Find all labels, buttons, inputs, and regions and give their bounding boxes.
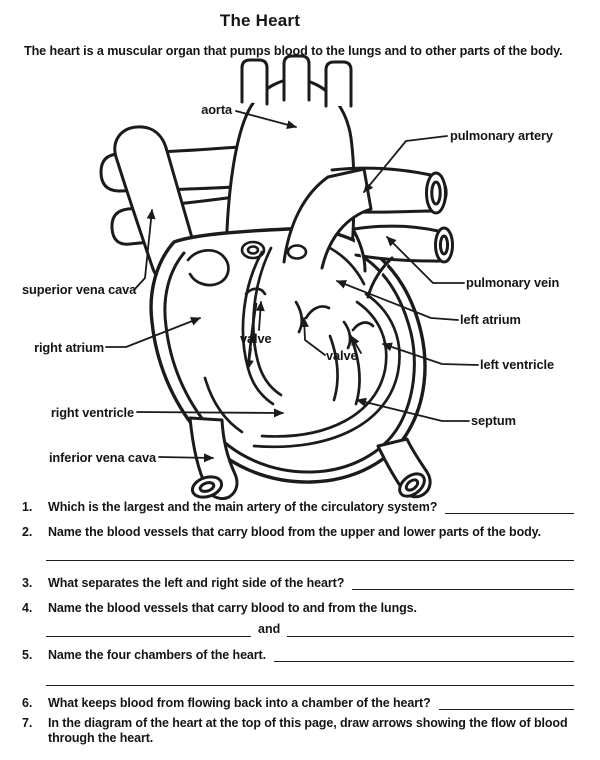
valve-right-leader-left <box>299 317 326 356</box>
valve-right-leader-right <box>350 335 362 354</box>
right-atrium-appendage <box>186 249 230 287</box>
pulmonary-artery-shape <box>282 166 448 270</box>
valve-flap-4 <box>351 321 375 332</box>
question-4-answer-blank-2 <box>287 623 574 637</box>
question-3-answer-blank <box>352 576 574 590</box>
valve-flap-2 <box>304 305 331 320</box>
question-1: 1. Which is the largest and the main art… <box>22 500 574 515</box>
intro-text: The heart is a muscular organ that pumps… <box>24 44 563 58</box>
question-5-text: Name the four chambers of the heart. <box>48 648 266 662</box>
heart-chamber-lines <box>186 246 401 449</box>
pulmonary-artery-leader <box>363 135 448 193</box>
tricuspid-flap <box>244 287 267 296</box>
label-left-atrium: left atrium <box>460 312 521 327</box>
question-3: 3. What separates the left and right sid… <box>22 576 574 591</box>
pulmonary-vein-shape <box>352 224 454 299</box>
question-5-number: 5. <box>22 648 33 662</box>
left-ventricle-leader <box>382 342 479 366</box>
question-1-number: 1. <box>22 500 33 514</box>
page-title: The Heart <box>219 11 301 30</box>
question-5-answer-blank <box>273 648 574 662</box>
valve-lines <box>244 287 375 350</box>
question-6-number: 6. <box>22 696 33 710</box>
aorta-branch-3 <box>324 60 353 108</box>
label-septum: septum <box>471 413 516 428</box>
septum-line-outer <box>252 292 401 449</box>
question-5-answer-line <box>46 672 574 686</box>
septum-leader <box>356 397 470 422</box>
question-4-answer-row: and <box>46 622 574 637</box>
question-1-answer-blank <box>445 500 574 514</box>
vessel-cross-sections <box>240 240 308 260</box>
right-ventricle-arc <box>203 376 244 434</box>
septum-line-inner <box>260 300 388 438</box>
question-4-number: 4. <box>22 601 33 615</box>
question-7-text: In the diagram of the heart at the top o… <box>48 716 571 745</box>
label-pulmonary-vein: pulmonary vein <box>466 275 560 290</box>
pulmonary-vein-lumen <box>438 234 450 256</box>
vein-entry-line-2 <box>352 229 367 273</box>
valve-left-leader-down <box>244 348 254 370</box>
label-aorta: aorta <box>201 102 232 117</box>
aorta-branch-1 <box>240 58 269 106</box>
question-4: 4. Name the blood vessels that carry blo… <box>22 601 574 616</box>
question-7: 7. In the diagram of the heart at the to… <box>22 716 574 746</box>
question-2-number: 2. <box>22 525 33 539</box>
question-5: 5. Name the four chambers of the heart. <box>22 648 574 663</box>
valve-flap-1 <box>294 300 304 334</box>
right-ventricle-leader <box>136 408 284 418</box>
question-4-connector: and <box>258 622 281 636</box>
pulmonary-artery-lumen <box>430 180 442 206</box>
pulmonary-trunk <box>282 167 373 270</box>
label-right-atrium: right atrium <box>34 340 104 355</box>
label-pulmonary-artery: pulmonary artery <box>450 128 553 143</box>
inferior-vena-cava-leader <box>158 453 214 463</box>
question-2: 2. Name the blood vessels that carry blo… <box>22 525 574 540</box>
valve-left-leader-up <box>255 301 265 331</box>
question-6-answer-blank <box>438 696 574 710</box>
label-valve-left: valve <box>240 331 272 346</box>
label-valve-right: valve <box>326 348 358 363</box>
right-atrium-wall-inner <box>252 246 283 397</box>
question-3-text: What separates the left and right side o… <box>48 576 345 590</box>
descending-vessel-shape <box>376 437 432 499</box>
label-leader-lines <box>105 110 479 463</box>
valve-flap-3 <box>342 320 352 350</box>
right-atrium-leader <box>105 317 201 348</box>
question-7-number: 7. <box>22 716 33 730</box>
question-6-text: What keeps blood from flowing back into … <box>48 696 431 710</box>
label-superior-vena-cava: superior vena cava <box>22 282 137 297</box>
ivc-lumen <box>198 481 216 493</box>
label-left-ventricle: left ventricle <box>480 357 554 372</box>
question-4-answer-blank-1 <box>46 623 251 637</box>
aorta-leader <box>235 110 297 130</box>
pulmonary-vein-leader <box>386 236 465 284</box>
chordae-1 <box>328 334 339 402</box>
question-2-answer-line <box>46 547 574 561</box>
left-atrium-curve <box>328 246 366 286</box>
question-2-text: Name the blood vessels that carry blood … <box>48 525 541 539</box>
question-6: 6. What keeps blood from flowing back in… <box>22 696 574 711</box>
label-right-ventricle: right ventricle <box>50 405 134 420</box>
label-inferior-vena-cava: inferior vena cava <box>48 450 156 465</box>
superior-vena-cava-leader <box>133 209 156 291</box>
left-atrium-leader <box>336 280 459 321</box>
question-3-number: 3. <box>22 576 33 590</box>
right-atrium-wall-outer <box>241 250 275 406</box>
question-1-text: Which is the largest and the main artery… <box>48 500 438 514</box>
aorta-branch-2 <box>282 54 311 102</box>
question-4-text: Name the blood vessels that carry blood … <box>48 601 417 615</box>
